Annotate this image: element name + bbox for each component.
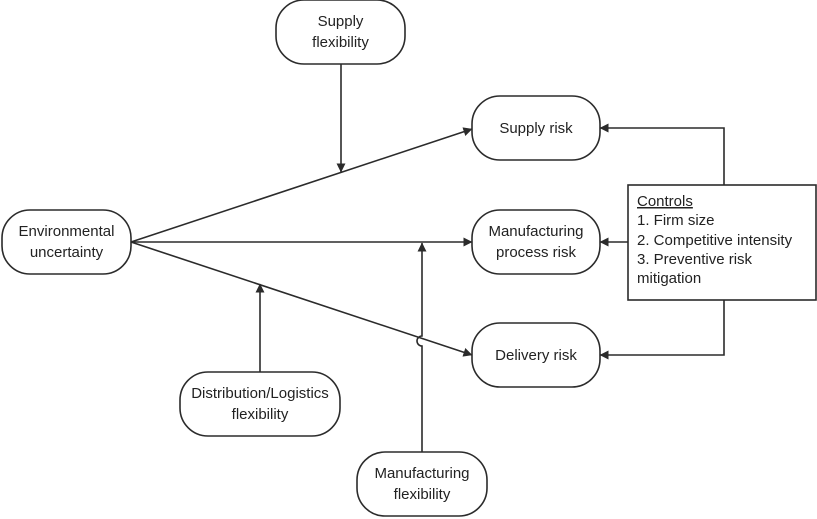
- node-label: Supply risk: [499, 120, 573, 137]
- node-label: Supply: [318, 13, 364, 30]
- node-delivery-risk: Delivery risk: [471, 322, 601, 388]
- node-manufacturing-process-risk: Manufacturing process risk: [471, 209, 601, 275]
- node-label: Manufacturing: [374, 465, 469, 482]
- controls-item: 3. Preventive risk: [637, 251, 753, 268]
- node-distribution-logistics-flexibility: Distribution/Logistics flexibility: [179, 371, 341, 437]
- node-label: process risk: [496, 244, 577, 261]
- node-label: flexibility: [394, 486, 451, 503]
- node-label: Environmental: [19, 223, 115, 240]
- node-manufacturing-flexibility: Manufacturing flexibility: [356, 451, 488, 517]
- controls-item: mitigation: [637, 270, 701, 287]
- node-label: flexibility: [232, 406, 289, 423]
- edge-controls-to-supply-risk: [599, 123, 725, 185]
- node-label: Manufacturing: [488, 223, 583, 240]
- edge-controls-to-delivery-risk: [599, 300, 725, 360]
- node-supply-risk: Supply risk: [471, 95, 601, 161]
- edge-env-to-supply-risk: [130, 127, 473, 243]
- controls-item: 2. Competitive intensity: [637, 232, 793, 249]
- controls-item: 1. Firm size: [637, 212, 715, 229]
- node-label: flexibility: [312, 34, 369, 51]
- node-environmental-uncertainty: Environmental uncertainty: [1, 209, 132, 275]
- edge-env-to-delivery-risk: [130, 241, 473, 357]
- edge-manufacturing-flexibility-moderator: [416, 242, 427, 452]
- node-label: Distribution/Logistics: [191, 385, 329, 402]
- controls-title: Controls: [637, 193, 693, 210]
- node-supply-flexibility: Supply flexibility: [275, 0, 406, 65]
- controls-box: Controls 1. Firm size 2. Competitive int…: [627, 184, 817, 301]
- node-label: uncertainty: [30, 244, 104, 261]
- node-label: Delivery risk: [495, 347, 577, 364]
